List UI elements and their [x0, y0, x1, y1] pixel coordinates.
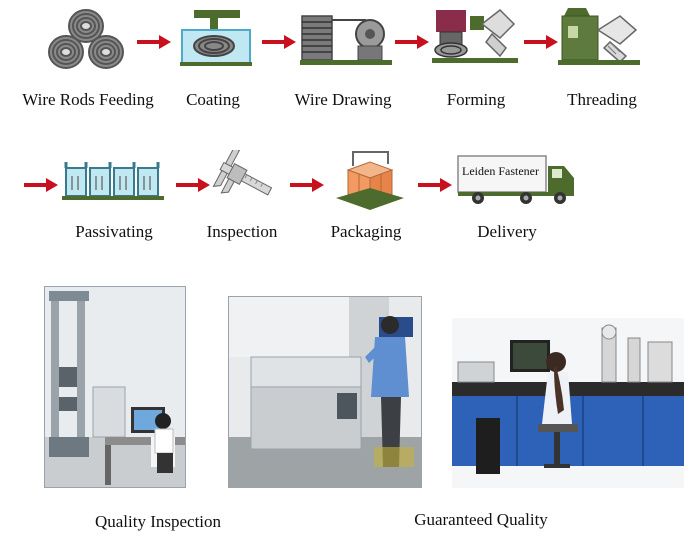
arrow-icon — [418, 178, 452, 192]
threading-machine-icon — [558, 4, 642, 66]
coating-tank-icon — [180, 8, 252, 68]
arrow-icon — [137, 35, 171, 49]
step-label-threading: Threading — [567, 90, 637, 109]
arrow-icon — [395, 35, 429, 49]
arrow-icon — [24, 178, 58, 192]
arrow-icon — [262, 35, 296, 49]
arrow-icon — [524, 35, 558, 49]
step-label-delivery: Delivery — [477, 222, 537, 241]
truck-text: Leiden Fastener — [462, 164, 539, 178]
arrow-icon — [290, 178, 324, 192]
step-label-passivating: Passivating — [75, 222, 153, 241]
forming-machine-icon — [430, 4, 520, 66]
microscope-lab-photo — [452, 318, 684, 488]
step-label-inspection: Inspection — [206, 222, 278, 241]
step-label-forming: Forming — [446, 90, 506, 109]
caption-guaranteed-quality: Guaranteed Quality — [414, 510, 548, 529]
step-label-wire-rods-feeding: Wire Rods Feeding — [22, 90, 154, 109]
wire-drawing-machine-icon — [300, 8, 392, 68]
packaging-icon — [334, 148, 406, 212]
salt-spray-test-photo — [228, 296, 422, 488]
delivery-truck-icon: Leiden Fastener — [456, 154, 578, 206]
arrow-icon — [176, 178, 210, 192]
wire-rods-icon — [44, 8, 130, 70]
step-label-wire-drawing: Wire Drawing — [294, 90, 392, 109]
step-label-packaging: Packaging — [330, 222, 402, 241]
caliper-icon — [212, 150, 276, 212]
tensile-testing-photo — [44, 286, 186, 488]
caption-quality-inspection: Quality Inspection — [94, 512, 222, 531]
step-label-coating: Coating — [186, 90, 240, 109]
passivating-tanks-icon — [62, 158, 166, 202]
